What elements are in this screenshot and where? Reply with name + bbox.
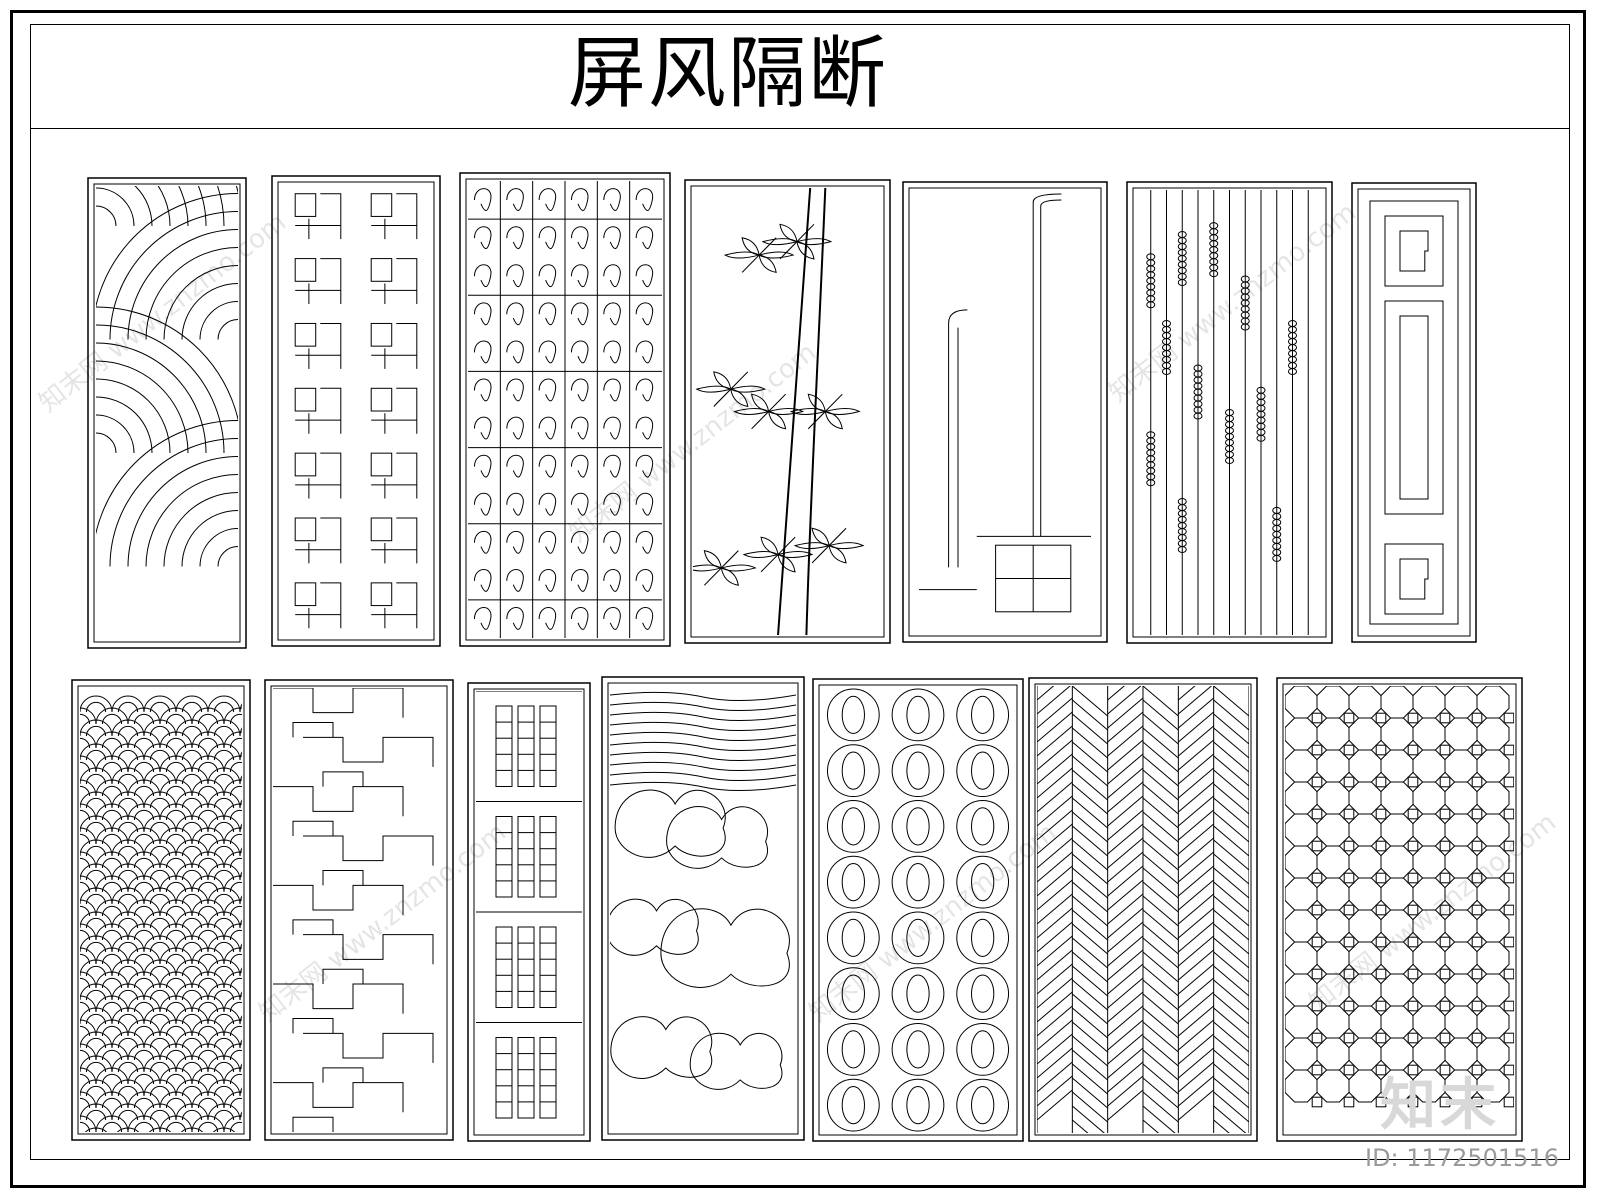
panel-bar-slots [467,682,591,1142]
panel-cloud-swirl [87,177,247,649]
id-label: ID: 1172501516 [1365,1144,1559,1172]
panel-bead-strings [1126,181,1333,644]
panel-herringbone [1028,677,1258,1142]
panel-fret-border [1351,182,1477,643]
panel-ruyi-lattice [459,172,671,647]
panel-wave-scales [71,679,251,1141]
panel-bamboo [684,179,891,644]
title-band [30,24,1570,129]
panel-landscape-cloud [601,676,805,1141]
panel-octagon-lattice [1276,677,1523,1142]
panel-minimal-lines [902,181,1108,643]
panel-coin-circles [812,678,1024,1142]
brand-logo: 知末 [1380,1073,1500,1138]
sheet-title: 屏风隔断 [568,29,889,119]
panel-interlocking-fret [264,679,454,1141]
sheet-frame [30,24,1570,1160]
drawing-border [10,10,1586,1188]
panel-seal-characters [271,175,441,647]
